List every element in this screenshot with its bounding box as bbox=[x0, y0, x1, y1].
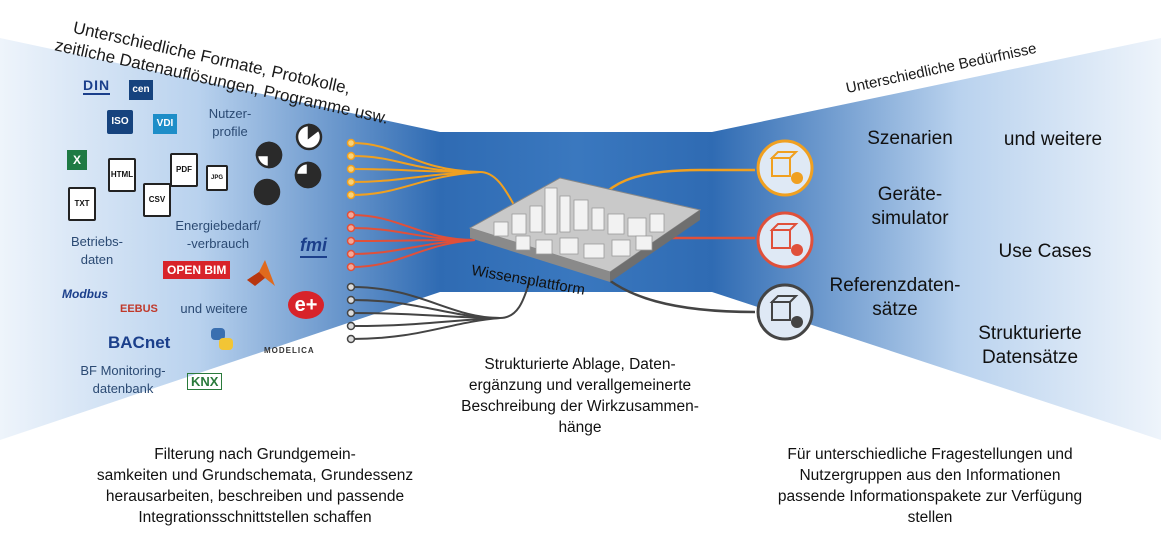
label-betriebsdaten-1: Betriebs- bbox=[70, 234, 124, 249]
excel-icon: X bbox=[67, 150, 87, 170]
red-input-dots bbox=[346, 210, 356, 272]
label-und-weitere-left: und weitere bbox=[180, 301, 248, 316]
energyplus-logo: e+ bbox=[288, 291, 324, 319]
python-shape bbox=[211, 328, 233, 350]
bottom-right-2: Nutzergruppen aus den Informationen bbox=[799, 467, 1061, 484]
vdi-logo: VDI bbox=[153, 114, 177, 134]
right-use-cases: Use Cases bbox=[998, 241, 1092, 262]
eebus-logo: EEBUS bbox=[120, 303, 158, 315]
csv-file-icon: CSV bbox=[143, 183, 171, 217]
center-desc-4: hänge bbox=[558, 419, 602, 436]
bottom-left-1: Filterung nach Grundgemein- bbox=[154, 446, 356, 463]
user-profile-icons bbox=[253, 123, 323, 206]
bottom-right-3: passende Informationspakete zur Verfügun… bbox=[777, 488, 1083, 505]
label-betriebsdaten: Betriebs- daten bbox=[62, 233, 132, 269]
right-und-weitere: und weitere bbox=[1003, 129, 1103, 150]
label-energiebedarf-1: Energiebedarf/ bbox=[175, 218, 261, 233]
label-bf-monitoring: BF Monitoring- datenbank bbox=[68, 362, 178, 398]
output-circle-red bbox=[756, 211, 814, 269]
right-referenzdatensaetze: Referenzdaten- sätze bbox=[820, 274, 970, 322]
din-logo: DIN bbox=[83, 77, 111, 95]
output-circle-orange bbox=[756, 139, 814, 197]
txt-file-icon: TXT bbox=[68, 187, 96, 221]
openbim-logo: OPEN BIM bbox=[163, 261, 231, 279]
bottom-left-4: Integrationsschnittstellen schaffen bbox=[138, 509, 372, 526]
center-desc-3: Beschreibung der Wirkzusammen- bbox=[461, 398, 699, 415]
red-input-lines bbox=[351, 214, 476, 268]
bottom-left-3: herausarbeiten, beschreiben und passende bbox=[105, 488, 405, 505]
right-szenarien: Szenarien bbox=[867, 128, 953, 149]
right-funnel bbox=[712, 38, 1161, 440]
bottom-right-4: stellen bbox=[907, 509, 953, 526]
right-strukturierte-datensaetze: Strukturierte Datensätze bbox=[965, 322, 1095, 370]
label-energiebedarf-2: -verbrauch bbox=[186, 236, 250, 251]
bottom-right-1: Für unterschiedliche Fragestellungen und bbox=[787, 446, 1073, 463]
fmi-logo: fmi bbox=[300, 235, 327, 258]
pdf-file-icon: PDF bbox=[170, 153, 198, 187]
bottom-left-2: samkeiten und Grundschemata, Grundessenz bbox=[96, 467, 414, 484]
modbus-logo: Modbus bbox=[62, 287, 108, 301]
right-geraetesimulator: Geräte- simulator bbox=[850, 183, 970, 231]
gray-input-dots bbox=[346, 282, 356, 344]
iso-logo: ISO bbox=[107, 110, 133, 134]
matlab-icon bbox=[245, 258, 275, 288]
label-nutzerprofile-1: Nutzer- bbox=[208, 106, 252, 121]
matlab-shape bbox=[247, 260, 275, 286]
bottom-left-caption: Filterung nach Grundgemein- samkeiten un… bbox=[60, 444, 450, 528]
orange-input-dots bbox=[346, 138, 356, 200]
right-referenz-1: Referenzdaten- bbox=[829, 275, 961, 296]
label-nutzerprofile: Nutzer- profile bbox=[200, 105, 260, 141]
center-description: Strukturierte Ablage, Daten- ergänzung u… bbox=[455, 354, 705, 438]
right-geraete-2: simulator bbox=[871, 208, 949, 229]
python-icon bbox=[208, 325, 234, 351]
right-geraete-1: Geräte- bbox=[877, 184, 943, 205]
left-funnel bbox=[0, 38, 440, 440]
center-desc-2: ergänzung und verallgemeinerte bbox=[468, 377, 692, 394]
gray-input-lines bbox=[351, 279, 531, 340]
bottom-right-caption: Für unterschiedliche Fragestellungen und… bbox=[720, 444, 1140, 528]
modelica-logo: MODELICA bbox=[264, 346, 315, 355]
right-struktur-1: Strukturierte bbox=[978, 323, 1082, 344]
cen-logo: cen bbox=[129, 80, 153, 100]
bacnet-logo: BACnet bbox=[108, 333, 171, 352]
knx-logo: KNX bbox=[187, 373, 223, 390]
jpg-file-icon: JPG bbox=[206, 165, 228, 191]
right-referenz-2: sätze bbox=[872, 299, 918, 320]
label-energiebedarf: Energiebedarf/ -verbrauch bbox=[168, 217, 268, 253]
center-desc-1: Strukturierte Ablage, Daten- bbox=[484, 356, 676, 373]
knowledge-platform-city bbox=[468, 177, 702, 282]
openbim-logo-text: OPEN BIM bbox=[163, 261, 231, 279]
label-bf-monitoring-1: BF Monitoring- bbox=[80, 363, 166, 378]
label-nutzerprofile-2: profile bbox=[212, 124, 248, 139]
label-betriebsdaten-2: daten bbox=[80, 252, 114, 267]
html-file-icon: HTML bbox=[108, 158, 136, 192]
right-struktur-2: Datensätze bbox=[981, 347, 1079, 368]
label-bf-monitoring-2: datenbank bbox=[92, 381, 154, 396]
output-circle-gray bbox=[756, 283, 814, 341]
